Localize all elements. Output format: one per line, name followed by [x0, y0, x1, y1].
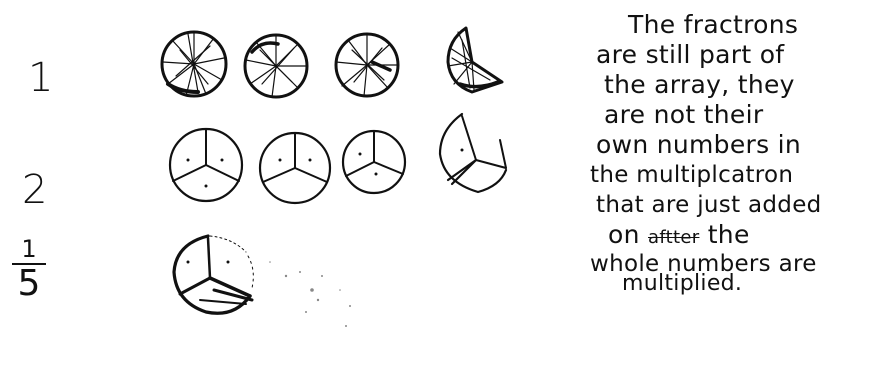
row2-circle-3 [343, 131, 405, 193]
note-line: are not their [590, 100, 880, 130]
row2-partial-circle [440, 114, 506, 192]
note-line: that are just added [590, 190, 880, 220]
row1-circle-3 [336, 34, 398, 96]
faint-speckles [269, 261, 351, 327]
note-line: multiplied. [590, 275, 880, 293]
row1-partial-circle [448, 28, 502, 92]
explanation-note: The fractrons are still part of the arra… [590, 10, 880, 293]
row2-circle-2 [260, 133, 330, 203]
note-word: on [608, 220, 640, 249]
note-line: the array, they [590, 70, 880, 100]
row3-fraction-circle [174, 236, 253, 313]
note-line: the multiplcatron [590, 160, 880, 190]
note-line: on aftter the [590, 220, 880, 253]
note-line: The fractrons [590, 10, 880, 40]
struck-word: aftter [648, 227, 699, 248]
row1-circle-2 [245, 35, 307, 97]
note-word: the [708, 220, 750, 249]
note-line: own numbers in [590, 130, 880, 160]
row2-circle-1 [170, 129, 242, 201]
note-line: are still part of [590, 40, 880, 70]
row1-circle-1 [162, 32, 226, 96]
